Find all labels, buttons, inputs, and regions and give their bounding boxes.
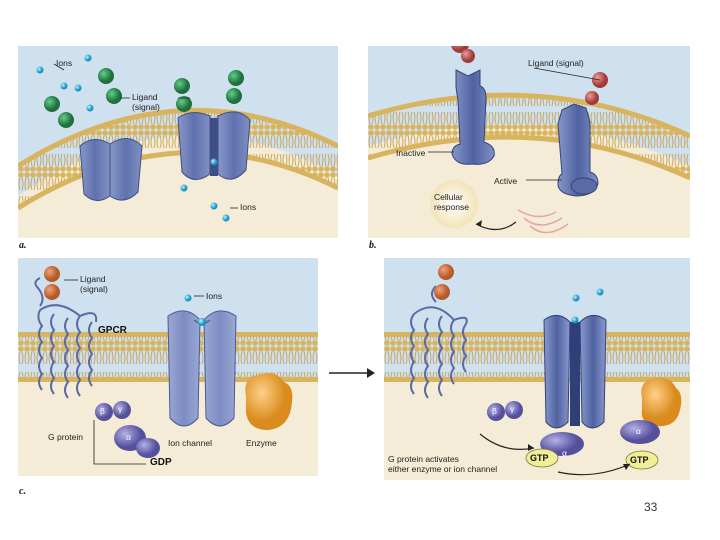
- label-enzyme: Enzyme: [246, 438, 277, 448]
- ions: [36, 54, 230, 222]
- right-arrow: [329, 368, 375, 378]
- ion-channel: [167, 310, 237, 427]
- subunit-gamma: γ: [118, 404, 123, 414]
- label-ions-top: Ions: [56, 58, 73, 68]
- panel-a-letter: a.: [19, 240, 27, 251]
- ligand-molecules: [451, 46, 608, 105]
- gtp-badge-left: [525, 448, 559, 468]
- panel-d-illustration: [384, 264, 690, 480]
- subunit-alpha: α: [126, 432, 131, 442]
- gpcr-receptor: [34, 277, 98, 399]
- ligand-molecule-1: [44, 266, 60, 282]
- panel-b-illustration: [368, 46, 690, 238]
- label-gpcr: GPCR: [98, 325, 127, 336]
- label-ligand: Ligand (signal): [528, 58, 584, 68]
- gtp-badge-right: [625, 450, 659, 470]
- page-number: 33: [644, 500, 658, 514]
- ligand-molecule-2: [434, 284, 450, 300]
- panel-b: Ligand (signal) Inactive Active Cellular…: [368, 46, 690, 238]
- label-ions-bottom: Ions: [240, 202, 257, 212]
- label-inactive: Inactive: [396, 148, 426, 158]
- panel-b-letter: b.: [369, 240, 377, 251]
- label-active: Active: [494, 176, 518, 186]
- active-receptor: [557, 103, 599, 197]
- ligand-molecule-2: [44, 284, 60, 300]
- gpcr-receptor: [410, 285, 468, 399]
- ion: [184, 294, 192, 302]
- g-protein: [95, 401, 160, 458]
- cellular-response-bubble: [430, 180, 478, 228]
- gamma-subunit: [505, 401, 523, 419]
- label-g-protein: G protein: [48, 432, 83, 442]
- subunit-beta: β: [492, 406, 497, 416]
- panel-d: G protein activates either enzyme or ion…: [384, 258, 690, 480]
- panel-c-illustration: [18, 266, 318, 476]
- label-ion-channel: Ion channel: [168, 438, 212, 448]
- label-ligand: Ligand (signal): [80, 274, 108, 294]
- closed-ion-channel: [79, 138, 143, 201]
- subunit-gamma: γ: [510, 404, 515, 414]
- subunit-beta: β: [100, 406, 105, 416]
- beta-subunit: [487, 403, 505, 421]
- inactive-receptor: [451, 69, 495, 165]
- label-cellular-response: Cellular response: [434, 192, 469, 212]
- subunit-alpha-right: α: [636, 426, 641, 436]
- alpha-subunit-left: [540, 432, 584, 456]
- open-ion-channel: [177, 111, 251, 180]
- label-ligand: Ligand (signal): [132, 92, 160, 112]
- panel-a: Ions Ligand (signal) Ions: [18, 46, 338, 238]
- label-gdp: GDP: [150, 457, 172, 468]
- panel-a-illustration: [18, 54, 338, 238]
- ligand-molecule-1: [438, 264, 454, 280]
- panel-c: Ligand (signal) Ions GPCR G protein Ion …: [18, 258, 318, 476]
- label-ions: Ions: [206, 291, 223, 301]
- enzyme: [641, 377, 682, 427]
- enzyme: [245, 373, 293, 430]
- label-gtp-left: GTP: [530, 453, 549, 463]
- panel-c-letter: c.: [19, 486, 26, 497]
- ligand-molecules: [44, 68, 244, 128]
- subunit-alpha-left: α: [562, 448, 567, 458]
- ion: [596, 288, 604, 296]
- label-g-protein-activates: G protein activates either enzyme or ion…: [388, 454, 498, 474]
- alpha-subunit-right: [620, 420, 660, 444]
- open-ion-channel: [543, 315, 607, 429]
- ion: [572, 294, 580, 302]
- label-gtp-right: GTP: [630, 455, 649, 465]
